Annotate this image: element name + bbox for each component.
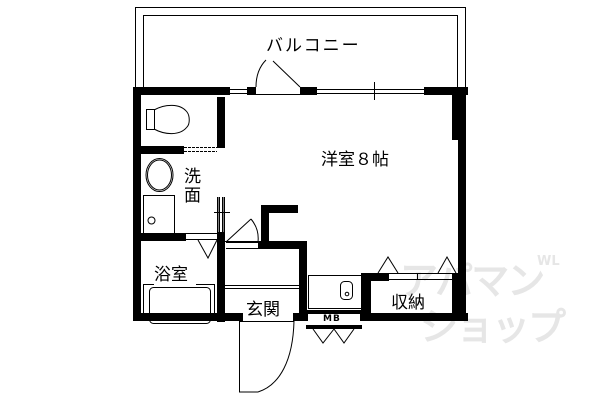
watermark-line2: ショップ [420, 305, 566, 349]
wash-basin [145, 158, 174, 192]
storage-closet [377, 255, 457, 280]
toilet-fixture [146, 104, 190, 135]
label-western-room: 洋室８帖 [321, 150, 389, 170]
label-meter-box: MB [323, 314, 341, 324]
toilet-bottom-wall [141, 146, 184, 154]
label-balcony: バルコニー [266, 36, 361, 56]
label-washroom-2: 面 [184, 186, 201, 206]
right-wall [458, 87, 466, 321]
interior-door-swing [225, 218, 259, 243]
label-washroom-1: 洗 [184, 167, 201, 187]
left-wall [133, 87, 141, 320]
label-storage: 収納 [391, 293, 425, 313]
watermark-mark: WL [537, 254, 560, 269]
balcony-door-swing [255, 59, 301, 88]
meter-box-doors [312, 328, 355, 344]
kitchen-counter [308, 275, 363, 309]
balcony-railing [135, 7, 466, 88]
toilet-right-wall [217, 97, 225, 148]
label-entrance: 玄関 [246, 300, 280, 320]
washing-machine [143, 195, 175, 234]
top-wall [133, 82, 468, 100]
washroom-right-wall [217, 197, 225, 322]
entrance-right-wall [299, 241, 307, 321]
watermark-line1: アパマン [400, 259, 545, 303]
bottom-wall-left [133, 313, 243, 321]
entrance-door [239, 320, 295, 393]
bathtub [143, 284, 215, 324]
partition-wall [261, 205, 269, 245]
label-bathroom: 浴室 [154, 265, 188, 285]
